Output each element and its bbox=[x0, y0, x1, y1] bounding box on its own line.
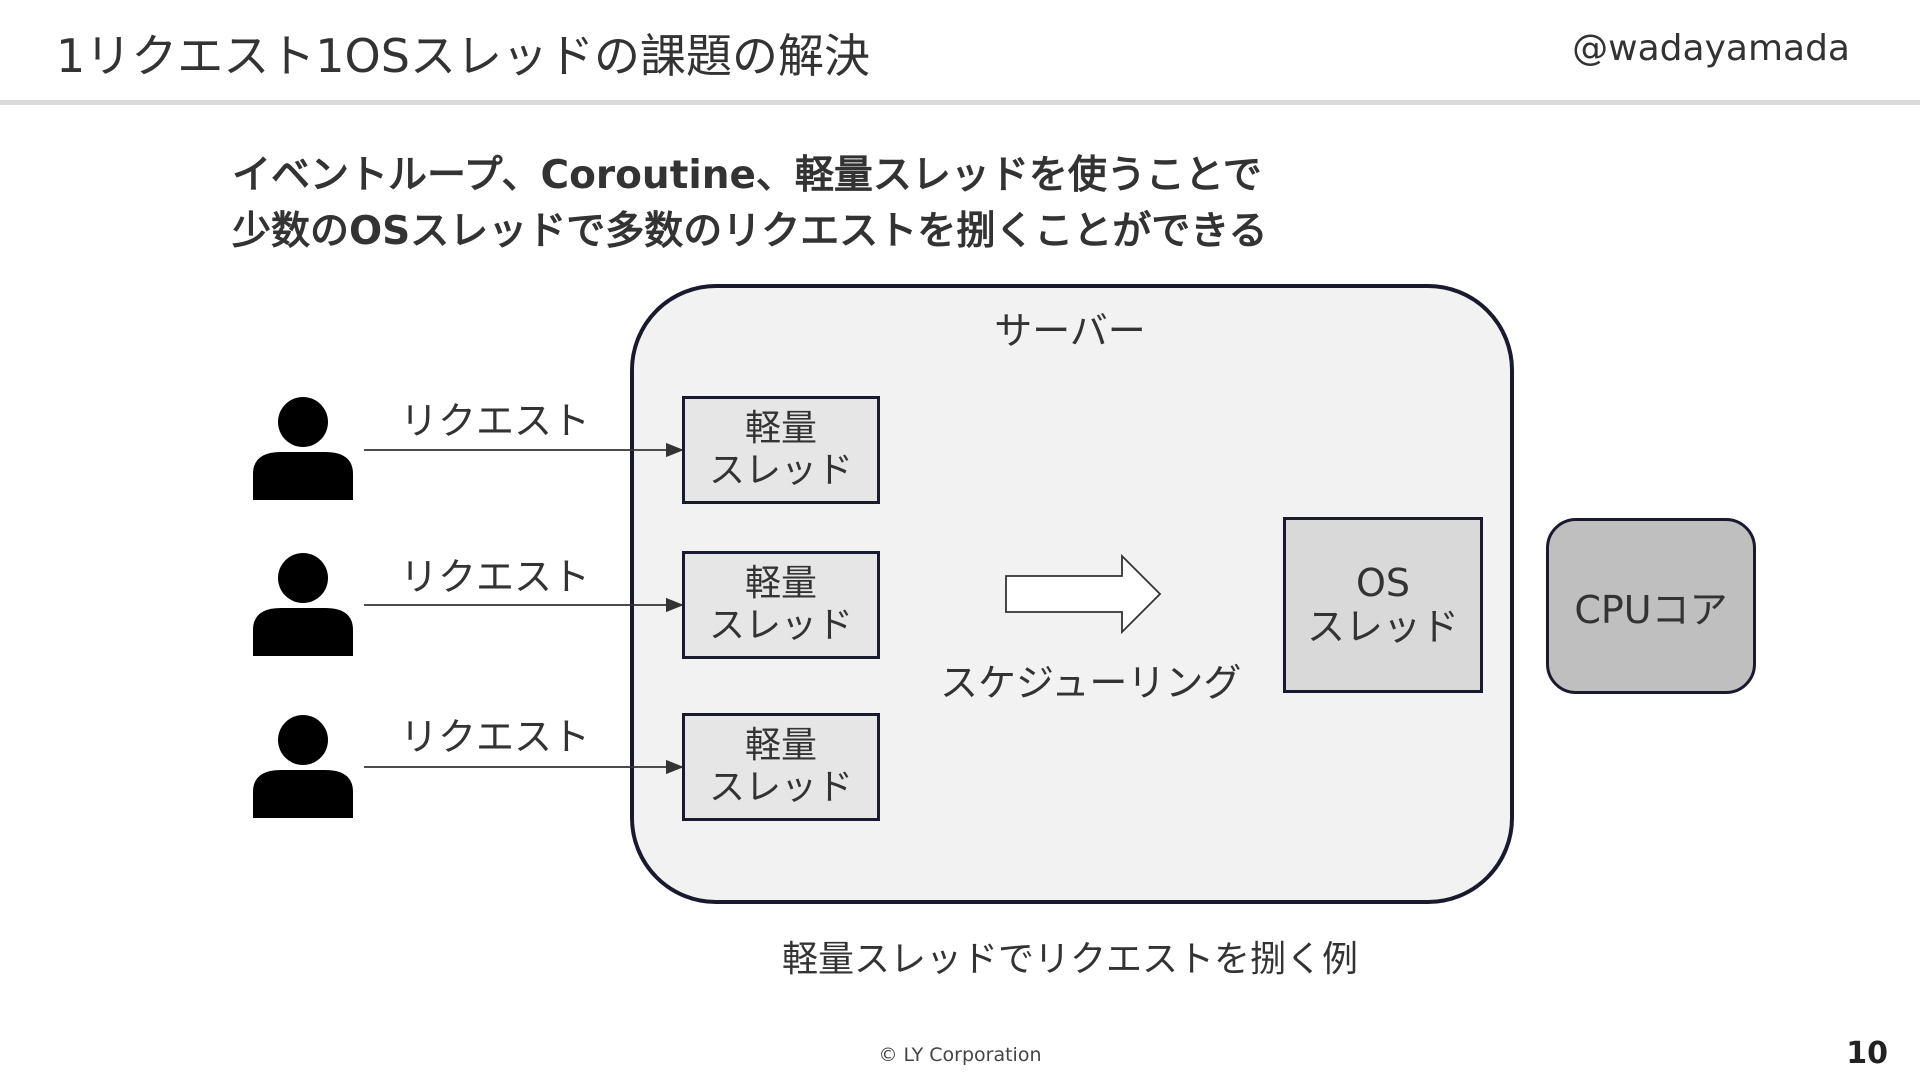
thread-label-line-2: スレッド bbox=[708, 450, 853, 491]
author-handle: @wadayamada bbox=[1572, 28, 1850, 69]
cpu-core-box: CPUコア bbox=[1546, 518, 1756, 694]
copyright: © LY Corporation bbox=[878, 1044, 1042, 1066]
request-label-3: リクエスト bbox=[400, 715, 591, 759]
user-icon bbox=[253, 552, 353, 656]
server-label: サーバー bbox=[994, 309, 1146, 353]
header-divider bbox=[0, 100, 1920, 105]
os-thread-box: OS スレッド bbox=[1283, 517, 1483, 693]
slide-title: 1リクエスト1OSスレッドの課題の解決 bbox=[56, 29, 870, 83]
thread-label-line-2: スレッド bbox=[708, 767, 853, 808]
cpu-core-label: CPUコア bbox=[1574, 587, 1728, 632]
request-label-2: リクエスト bbox=[400, 555, 591, 599]
lightweight-thread-2: 軽量 スレッド bbox=[682, 551, 880, 659]
lightweight-thread-3: 軽量 スレッド bbox=[682, 713, 880, 821]
thread-label-line-2: スレッド bbox=[708, 605, 853, 646]
diagram-caption: 軽量スレッドでリクエストを捌く例 bbox=[781, 939, 1358, 980]
lead-line-1: イベントループ、Coroutine、軽量スレッドを使うことで bbox=[232, 153, 1262, 198]
lead-text: イベントループ、Coroutine、軽量スレッドを使うことで 少数のOSスレッド… bbox=[232, 148, 1267, 260]
scheduling-label: スケジューリング bbox=[940, 661, 1242, 705]
lead-line-2: 少数のOSスレッドで多数のリクエストを捌くことができる bbox=[232, 209, 1268, 254]
lightweight-thread-1: 軽量 スレッド bbox=[682, 396, 880, 504]
page-number: 10 bbox=[1846, 1036, 1888, 1071]
request-label-1: リクエスト bbox=[400, 399, 591, 443]
scheduling-arrow-icon bbox=[1005, 553, 1162, 635]
os-thread-label-line-1: OS bbox=[1355, 561, 1411, 605]
thread-label-line-1: 軽量 bbox=[744, 408, 817, 449]
thread-label-line-1: 軽量 bbox=[744, 563, 817, 604]
thread-label-line-1: 軽量 bbox=[744, 725, 817, 766]
user-icon bbox=[253, 714, 353, 818]
os-thread-label-line-2: スレッド bbox=[1306, 605, 1459, 649]
user-icon bbox=[253, 396, 353, 500]
